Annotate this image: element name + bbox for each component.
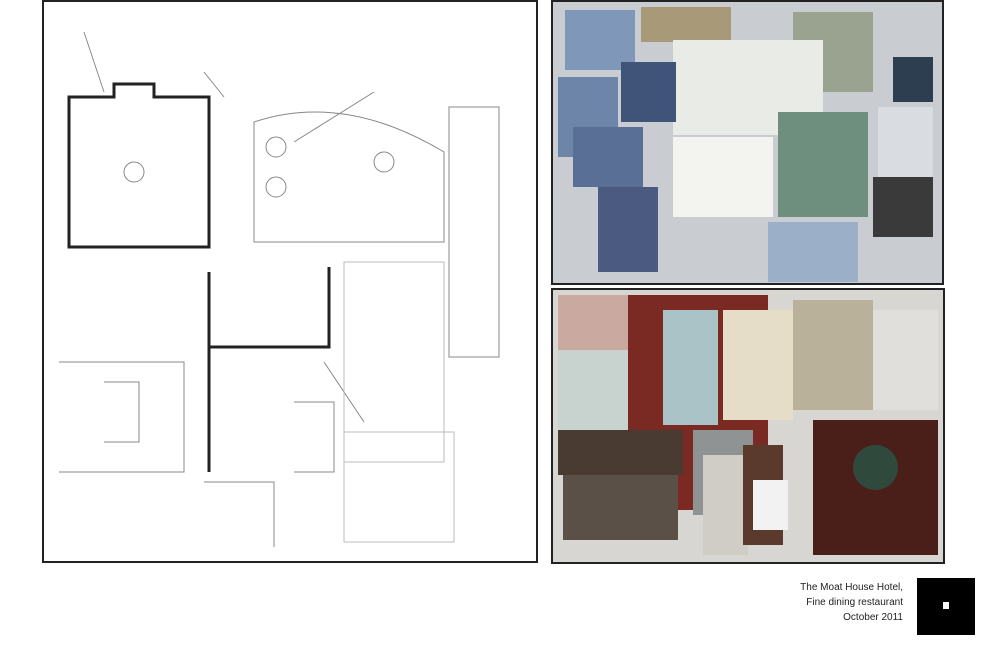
caption-block: The Moat House Hotel, Fine dining restau… [800, 580, 903, 625]
mood-board-lighting-and-doors [551, 0, 944, 285]
company-logo [917, 578, 975, 635]
mood-board-materials-and-fabrics [551, 288, 945, 564]
caption-project: The Moat House Hotel, [800, 582, 903, 593]
caption-date: October 2011 [843, 612, 903, 623]
caption-description: Fine dining restaurant [806, 597, 903, 608]
floor-plan-drawing [42, 0, 538, 563]
floor-plan-svg [59, 31, 500, 547]
